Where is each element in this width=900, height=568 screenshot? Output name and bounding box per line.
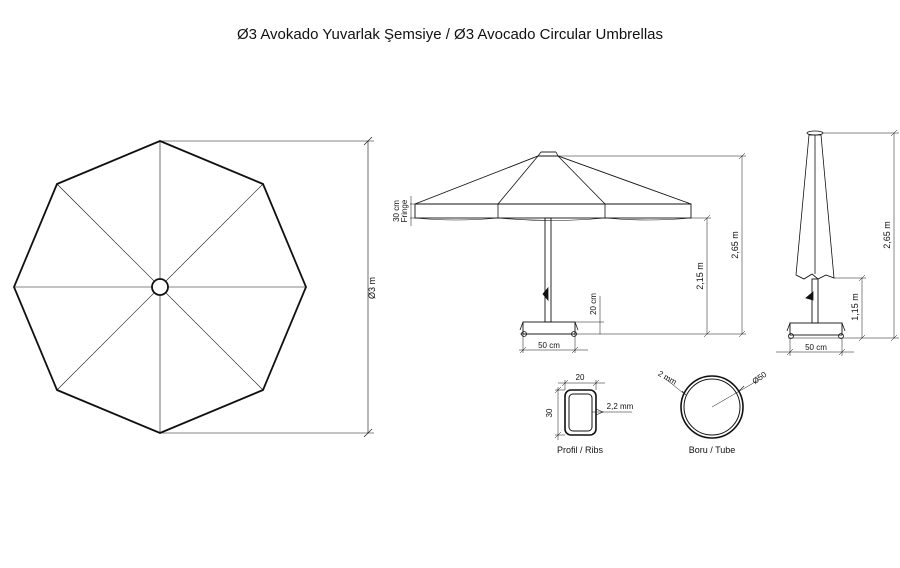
rib-profile-outer bbox=[564, 389, 597, 436]
diameter-dimension bbox=[160, 136, 374, 438]
side-view bbox=[410, 151, 746, 354]
closed-canopy-height-label: 1,15 m bbox=[850, 293, 860, 321]
pole bbox=[544, 217, 552, 323]
tube-inner bbox=[683, 378, 741, 436]
base-width-label: 50 cm bbox=[538, 341, 560, 350]
tube-section bbox=[663, 375, 761, 439]
center-hub bbox=[151, 278, 169, 296]
closed-total-height-label: 2,65 m bbox=[882, 221, 892, 249]
rib-width-label: 20 bbox=[576, 373, 585, 382]
rib-height-label: 30 bbox=[545, 408, 554, 417]
side-total-height-label: 2,65 m bbox=[730, 231, 740, 259]
base-height-label: 20 cm bbox=[589, 293, 598, 315]
tube-thickness-label: 2 mm bbox=[656, 369, 678, 387]
rib-profile-inner bbox=[568, 393, 593, 432]
closed-view bbox=[776, 129, 899, 356]
closed-base bbox=[789, 322, 843, 336]
side-dimensions bbox=[410, 152, 746, 354]
diameter-label: Ø3 m bbox=[367, 277, 377, 299]
tube-caption: Boru / Tube bbox=[689, 445, 736, 455]
closed-top-cap bbox=[806, 130, 824, 136]
closed-dimensions bbox=[776, 129, 899, 356]
profile-section bbox=[554, 379, 632, 440]
fringe bbox=[414, 203, 692, 219]
crank-handle bbox=[542, 286, 549, 302]
rib-thickness-label: 2,2 mm bbox=[607, 402, 634, 411]
fringe-height-label: 30 cm bbox=[392, 200, 401, 222]
closed-pole bbox=[811, 278, 819, 324]
canopy-clearance-label: 2,15 m bbox=[695, 262, 705, 290]
top-view bbox=[13, 136, 374, 438]
base bbox=[522, 321, 576, 335]
fringe-label: Fringe bbox=[400, 199, 409, 222]
drawing-title: Ø3 Avokado Yuvarlak Şemsiye / Ø3 Avocado… bbox=[236, 26, 664, 43]
profile-caption: Profil / Ribs bbox=[557, 445, 604, 455]
closed-base-width-label: 50 cm bbox=[805, 343, 827, 352]
tube-diameter-label: Ø50 bbox=[751, 370, 769, 386]
open-canopy bbox=[414, 155, 692, 205]
tube-outer bbox=[680, 375, 744, 439]
